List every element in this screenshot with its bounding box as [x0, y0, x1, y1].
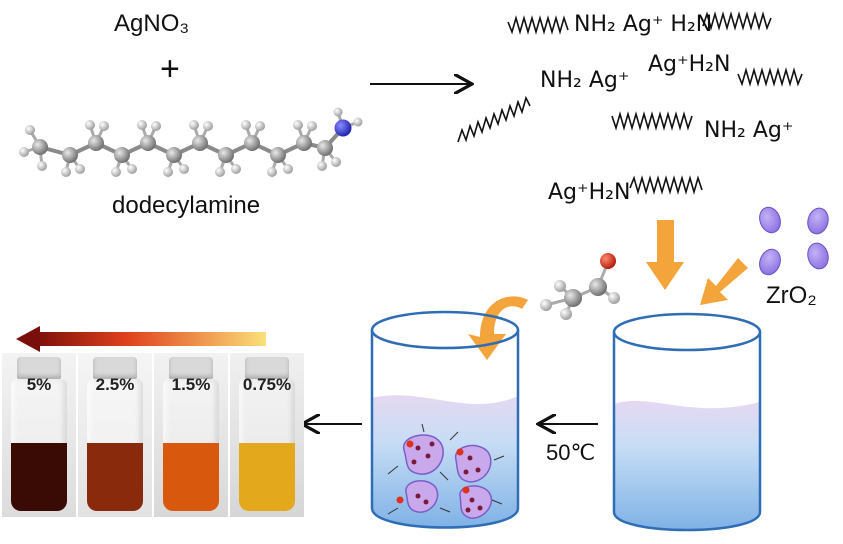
vial-liquid: [87, 443, 143, 511]
silver-nitrate-label: AgNO₃: [114, 10, 190, 37]
complex-label-lower-right: NH₂ Ag⁺: [704, 118, 794, 143]
zro2-particles: [759, 206, 829, 276]
nitrogen-atom: [334, 119, 352, 137]
concentration-gradient-arrow: [16, 326, 266, 352]
plus-sign: +: [160, 50, 180, 88]
dodecylamine-label: dodecylamine: [112, 192, 261, 219]
vial-cap: [93, 357, 137, 379]
vial-label: 1.5%: [171, 375, 211, 394]
vial-5-percent: 5%: [2, 353, 76, 517]
dodecylamine-molecule: [19, 107, 363, 177]
complex-label-middle-left: NH₂ Ag⁺: [540, 68, 630, 93]
vial-cap: [169, 357, 213, 379]
vial-0-75-percent: 0.75%: [230, 353, 304, 517]
vial-glass: [87, 379, 143, 511]
vial-liquid: [163, 443, 219, 511]
left-beaker: [370, 310, 520, 529]
alkyl-chains: [457, 11, 803, 195]
vial-liquid: [239, 443, 295, 511]
vial-glass: [163, 379, 219, 511]
zro2-label: ZrO₂: [766, 282, 817, 309]
right-beaker: [612, 312, 762, 532]
complex-label-middle-right: Ag⁺H₂N: [648, 52, 731, 77]
vial-cap: [245, 357, 289, 379]
vial-label: 2.5%: [95, 375, 135, 394]
complex-label-top: NH₂ Ag⁺ H₂N: [574, 12, 713, 37]
vial-glass: [11, 379, 67, 511]
vial-2-5-percent: 2.5%: [78, 353, 152, 517]
vial-label: 0.75%: [242, 375, 292, 394]
vial-liquid: [11, 443, 67, 511]
oxygen-atom: [600, 253, 616, 269]
vial-glass: [239, 379, 295, 511]
temperature-label: 50℃: [546, 440, 596, 465]
vial-cap: [17, 357, 61, 379]
complex-label-bottom: Ag⁺H₂N: [548, 180, 631, 205]
orange-arrows: [468, 220, 748, 360]
acetaldehyde-molecule: [540, 253, 620, 320]
vial-label: 5%: [26, 375, 52, 394]
vial-1-5-percent: 1.5%: [154, 353, 228, 517]
